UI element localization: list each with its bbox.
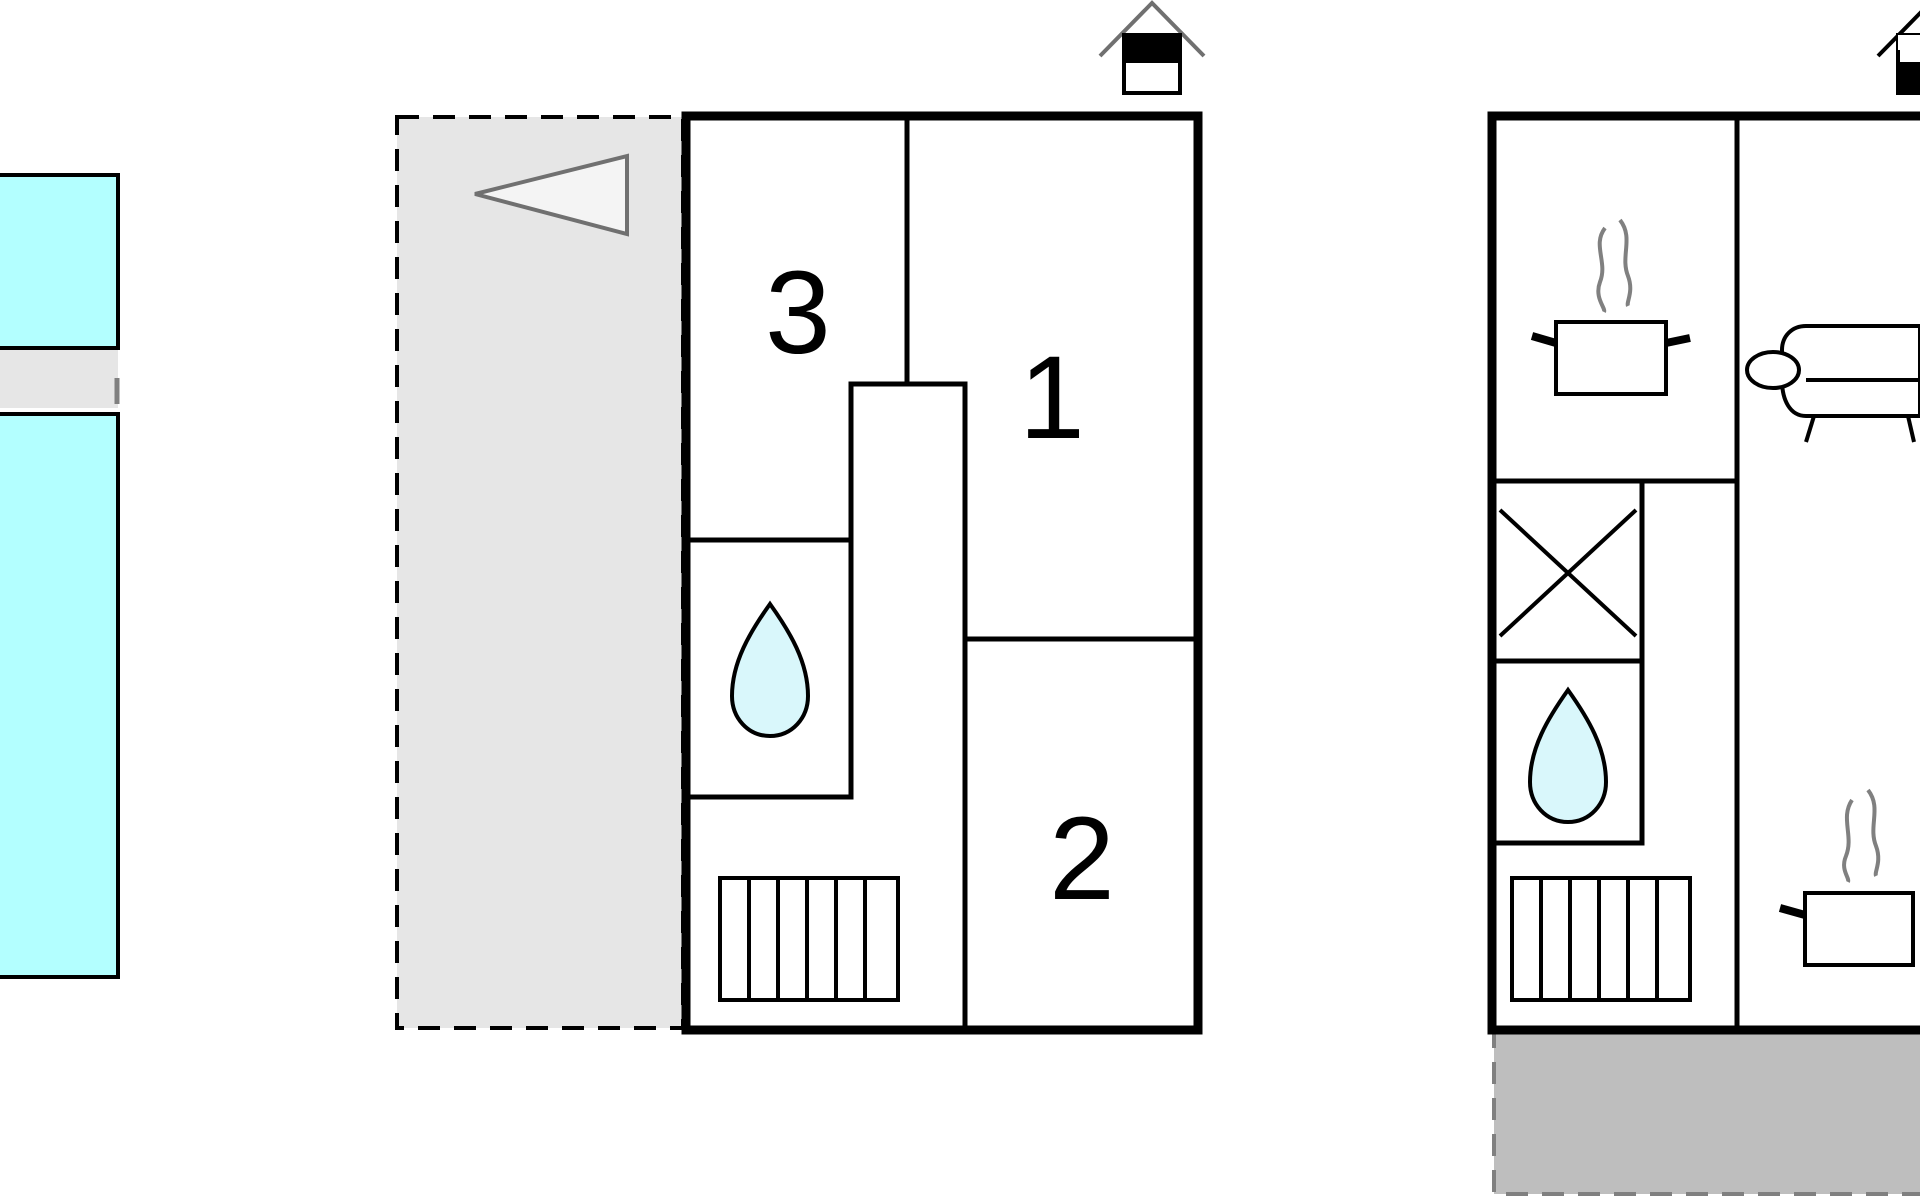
room-number-2: 2	[1049, 793, 1115, 925]
cooking-pot-icon	[1530, 218, 1691, 396]
stairs-icon	[718, 876, 900, 1002]
pool-area	[0, 173, 120, 979]
bathroom-drop-icon	[729, 600, 811, 739]
pool-gap-strip	[0, 350, 118, 408]
terrace-right	[1492, 1030, 1920, 1196]
middle-house	[681, 111, 1203, 1035]
entrance-house-icon	[1098, 0, 1206, 95]
direction-arrow-icon	[474, 153, 629, 237]
pool-lower	[0, 412, 120, 979]
storage-cross-icon	[1498, 508, 1638, 638]
sofa-icon	[1745, 324, 1920, 443]
pool-upper	[0, 173, 120, 350]
entrance-house-icon-right	[1876, 10, 1920, 95]
terrace-left	[395, 115, 685, 1030]
bathroom-drop-icon-right	[1527, 686, 1609, 825]
right-house	[1487, 10, 1920, 1196]
room-number-1: 1	[1019, 332, 1085, 464]
stairs-icon-right	[1510, 876, 1692, 1002]
cooking-pot-icon-lower	[1778, 788, 1915, 967]
room-number-3: 3	[765, 247, 831, 379]
